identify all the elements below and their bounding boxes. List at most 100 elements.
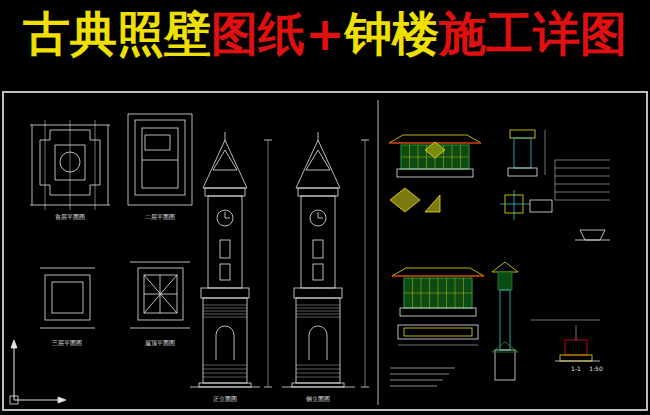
- cad-line: [203, 369, 247, 370]
- cad-line: [203, 373, 247, 374]
- cad-rect: [565, 340, 587, 355]
- cad-line: [318, 212, 319, 218]
- cad-rect: [3, 92, 647, 410]
- cad-rect: [201, 288, 249, 298]
- cad-line: [296, 311, 340, 312]
- cad-line: [500, 204, 530, 205]
- cad-rect: [135, 120, 185, 195]
- cad-rect: [10, 396, 18, 404]
- cad-rect: [220, 264, 230, 280]
- cad-line: [296, 305, 340, 306]
- cad-rect: [398, 325, 478, 339]
- cad-line: [404, 293, 472, 294]
- cad-line: [203, 377, 247, 378]
- cad-line: [128, 114, 129, 205]
- drawing-label: 正立面图: [213, 396, 237, 402]
- cad-rect: [208, 196, 242, 288]
- cad-line: [225, 218, 230, 219]
- cad-rect: [298, 188, 338, 196]
- cad-rect: [508, 168, 537, 176]
- cad-rect: [514, 138, 531, 168]
- cad-line: [390, 380, 443, 381]
- cad-line: [268, 140, 269, 387]
- drawing-label: 屋顶平面图: [145, 340, 175, 346]
- cad-shape: [306, 150, 330, 170]
- cad-line: [575, 240, 610, 241]
- cad-line: [40, 328, 95, 329]
- cad-line: [555, 168, 610, 169]
- cad-rect: [205, 188, 245, 196]
- cad-shape: [296, 140, 340, 188]
- cad-rect: [510, 130, 535, 138]
- cad-line: [392, 275, 484, 276]
- cad-rect: [199, 383, 251, 387]
- cad-line: [142, 160, 178, 161]
- cad-line: [144, 275, 177, 313]
- cad-line: [95, 120, 96, 210]
- cad-line: [203, 314, 247, 315]
- cad-rect: [138, 268, 183, 320]
- cad-line: [40, 268, 95, 269]
- cad-rect: [52, 282, 83, 313]
- cad-rect: [400, 308, 476, 316]
- cad-rect: [397, 169, 473, 177]
- cad-line: [365, 140, 366, 387]
- cad-shape: [58, 397, 66, 403]
- cad-shape: [392, 268, 484, 276]
- cad-line: [296, 369, 340, 370]
- cad-line: [576, 325, 577, 340]
- arch-window: [216, 326, 234, 360]
- cad-line: [144, 275, 177, 313]
- cad-line: [555, 184, 610, 185]
- cad-line: [130, 262, 190, 263]
- drawing-label: 三层平面图: [52, 340, 82, 346]
- cad-line: [555, 160, 556, 200]
- drawing-label: 1:50: [589, 366, 602, 372]
- cad-rect: [45, 275, 90, 320]
- cad-rect: [296, 298, 340, 383]
- cad-circle: [217, 210, 233, 226]
- drawing-label: 二层平面图: [145, 214, 175, 220]
- cad-line: [361, 387, 369, 388]
- arch-window: [309, 326, 327, 360]
- cad-line: [296, 365, 340, 366]
- cad-line: [378, 100, 379, 405]
- cad-line: [555, 176, 610, 177]
- cad-line: [282, 387, 355, 388]
- cad-line: [264, 387, 272, 388]
- cad-line: [390, 386, 437, 387]
- cad-rect: [203, 298, 247, 383]
- cad-rect: [313, 240, 323, 258]
- cad-line: [514, 190, 515, 220]
- cad-line: [192, 114, 193, 205]
- cad-line: [225, 212, 226, 218]
- cad-line: [203, 311, 247, 312]
- cad-line: [203, 305, 247, 306]
- cad-line: [296, 308, 340, 309]
- cad-shape: [492, 342, 518, 352]
- cad-rect: [500, 290, 510, 350]
- cad-line: [555, 200, 610, 201]
- cad-line: [296, 314, 340, 315]
- cad-line: [545, 130, 546, 175]
- cad-line: [390, 368, 455, 369]
- cad-line: [108, 125, 109, 205]
- cad-line: [203, 365, 247, 366]
- cad-rect: [530, 200, 552, 212]
- cad-line: [296, 317, 340, 318]
- cad-shape: [425, 195, 440, 212]
- cad-line: [203, 317, 247, 318]
- cad-line: [130, 328, 190, 329]
- cad-line: [318, 132, 319, 140]
- cad-line: [398, 345, 478, 346]
- drawing-label: 首层平面图: [55, 214, 85, 220]
- cad-rect: [313, 264, 323, 280]
- cad-rect: [294, 288, 342, 298]
- cad-rect: [498, 272, 512, 290]
- cad-line: [14, 345, 15, 400]
- cad-line: [203, 308, 247, 309]
- title-text: 图纸+: [211, 8, 344, 60]
- drawing-label: 侧立面图: [306, 396, 330, 402]
